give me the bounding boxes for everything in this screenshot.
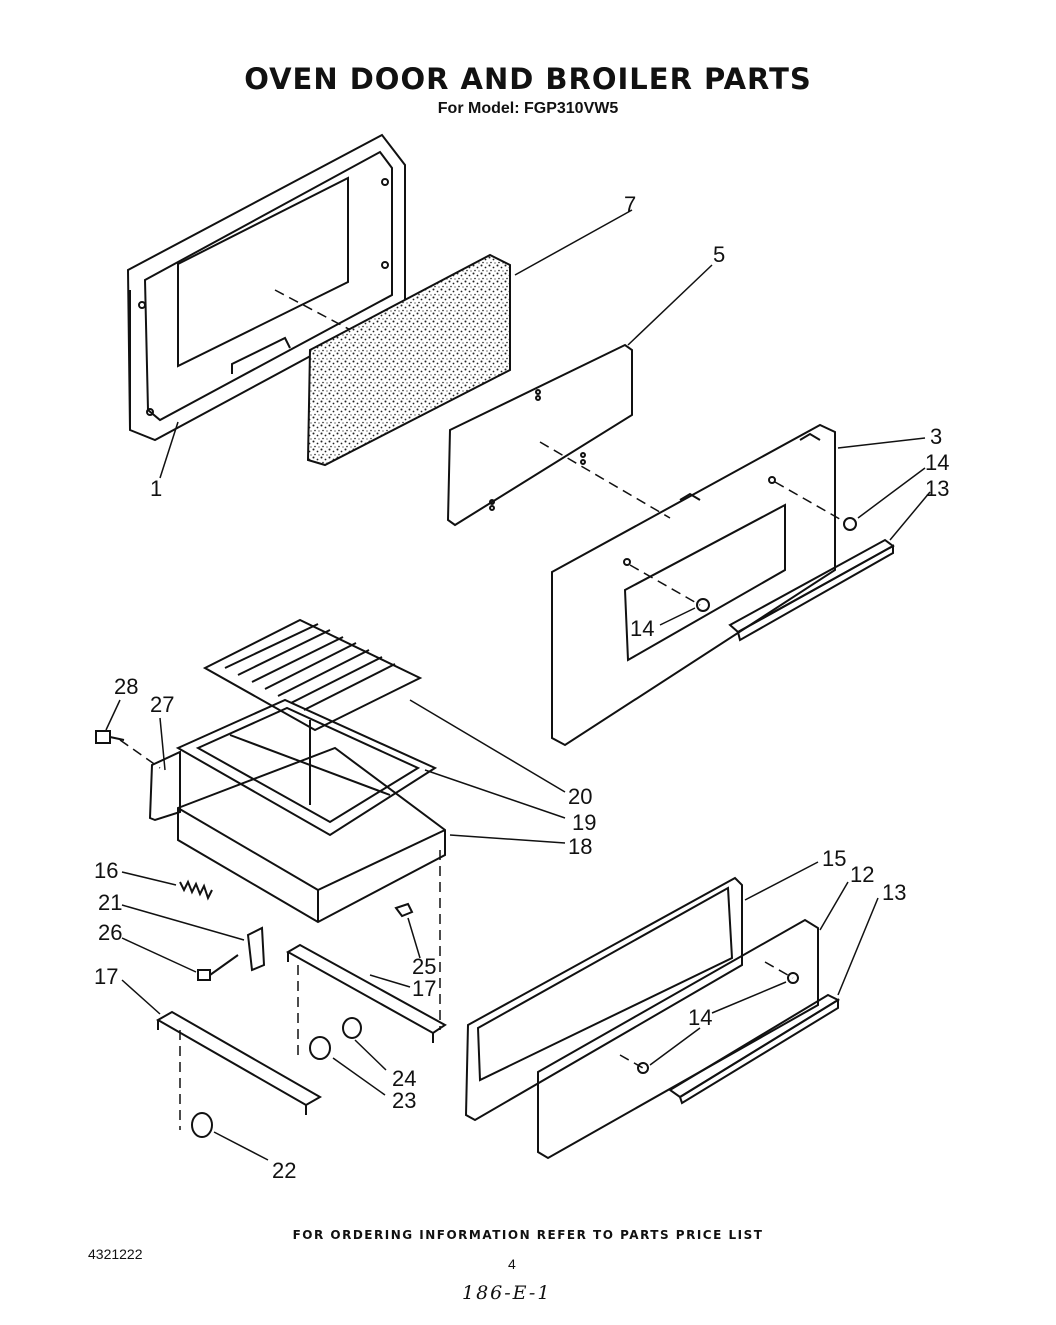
part-18-broiler-drawer	[177, 746, 446, 924]
part-7-insulation	[306, 253, 511, 467]
callout-16: 16	[94, 858, 118, 883]
callout-labels: 1 3 5 7 12 13 13 14 14 14 15 16 17 17 18…	[94, 192, 949, 1183]
ordering-info-footer: FOR ORDERING INFORMATION REFER TO PARTS …	[292, 1228, 764, 1242]
callout-19: 19	[572, 810, 596, 835]
callout-22: 22	[272, 1158, 296, 1183]
callout-24: 24	[392, 1066, 416, 1091]
part-5-glass-panel	[446, 343, 633, 527]
callout-14-middle: 14	[630, 616, 654, 641]
part-21-latch	[246, 926, 266, 972]
callout-14-upper: 14	[925, 450, 949, 475]
callout-25: 25	[412, 954, 436, 979]
part-13-broiler-handle	[668, 993, 841, 1105]
callout-28: 28	[114, 674, 138, 699]
part-27-bracket	[148, 750, 181, 822]
part-17-rail-lower	[155, 1010, 323, 1115]
callout-12: 12	[850, 862, 874, 887]
part-14-spacer	[696, 517, 857, 612]
callout-13-upper: 13	[925, 476, 949, 501]
handwritten-note: 186-E-1	[462, 1282, 552, 1304]
part-24-roller	[342, 1017, 362, 1039]
callout-1: 1	[150, 476, 162, 501]
callout-27: 27	[150, 692, 174, 717]
callout-17-lower: 17	[94, 964, 118, 989]
callout-18: 18	[568, 834, 592, 859]
callout-3: 3	[930, 424, 942, 449]
part-12-broiler-door	[537, 918, 819, 1160]
model-subtitle: For Model: FGP310VW5	[437, 100, 619, 117]
part-20-broiler-grid	[202, 618, 423, 732]
callout-17-upper: 17	[412, 976, 436, 1001]
callout-15: 15	[822, 846, 846, 871]
callout-13-lower: 13	[882, 880, 906, 905]
part-23-roller	[309, 1036, 331, 1060]
part-15-broiler-door-liner	[464, 876, 743, 1122]
part-17-rail-upper	[285, 943, 447, 1043]
callout-7: 7	[624, 192, 636, 217]
callout-26: 26	[98, 920, 122, 945]
part-19-broiler-pan	[175, 698, 438, 837]
callout-23: 23	[392, 1088, 416, 1113]
part-16-spring	[179, 879, 213, 901]
part-13-door-handle	[728, 538, 895, 642]
callout-21: 21	[98, 890, 122, 915]
callout-5: 5	[713, 242, 725, 267]
document-number: 4321222	[88, 1246, 143, 1262]
part-3-outer-door	[551, 423, 836, 747]
page-number: 4	[508, 1256, 516, 1272]
page-title: OVEN DOOR AND BROILER PARTS	[244, 62, 812, 96]
part-14-broiler-spacer	[637, 972, 799, 1074]
part-28-screw	[95, 730, 125, 744]
callout-14-lower: 14	[688, 1005, 712, 1030]
part-22-roller	[191, 1112, 213, 1138]
part-25-clip	[394, 902, 414, 918]
leader-lines	[105, 209, 931, 1161]
part-26-screw	[197, 954, 239, 981]
callout-20: 20	[568, 784, 592, 809]
